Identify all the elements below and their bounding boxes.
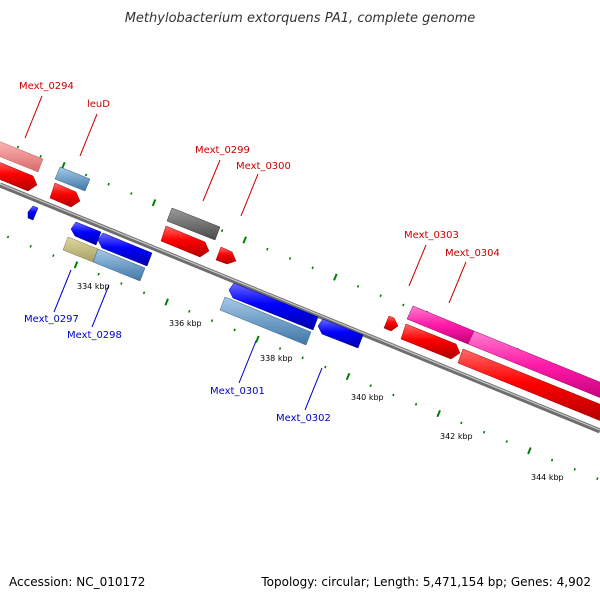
gene-leud[interactable] <box>49 182 81 208</box>
tick-top-15 <box>356 284 360 288</box>
gene-forward-red-2[interactable] <box>160 225 210 258</box>
gene-reverse-blue-2[interactable] <box>97 232 153 267</box>
label-leaders <box>24 95 467 411</box>
tick-top-10 <box>242 236 247 244</box>
tick-top-0 <box>16 145 20 149</box>
tick-top-14 <box>333 273 338 281</box>
gene-mext-0302[interactable] <box>317 318 364 349</box>
tick-bottom-15 <box>345 372 351 381</box>
label-mext-0304[interactable]: Mext_0304 <box>445 248 500 259</box>
tick-top-5 <box>130 192 133 195</box>
tick-label-334: 334 kbp <box>77 282 110 291</box>
genome-track: Mext_0294 leuD Mext_0299 Mext_0300 Mext_… <box>0 81 600 482</box>
tick-bottom-9 <box>210 319 214 323</box>
gene-mext-0299[interactable] <box>166 207 221 241</box>
tick-bottom-7 <box>164 298 169 306</box>
leader-mext-0303 <box>408 244 427 287</box>
tick-top-1 <box>39 154 42 158</box>
label-mext-0298[interactable]: Mext_0298 <box>67 330 122 341</box>
tick-label-336: 336 kbp <box>169 319 202 328</box>
tick-bottom-22 <box>505 440 508 443</box>
tick-label-342: 342 kbp <box>440 432 473 441</box>
tick-bottom-19 <box>436 410 441 418</box>
leader-leud <box>79 113 98 157</box>
label-mext-0302[interactable]: Mext_0302 <box>276 413 331 424</box>
tick-bottom-12 <box>278 347 282 350</box>
tick-bottom-25 <box>573 467 576 471</box>
tick-bottom-21 <box>482 430 486 434</box>
tick-bottom-10 <box>233 328 236 332</box>
tick-bottom-20 <box>460 421 463 425</box>
label-leud[interactable]: leuD <box>87 99 110 110</box>
leader-mext-0294 <box>24 95 43 139</box>
tick-bottom-17 <box>392 393 395 397</box>
tick-top-13 <box>311 266 314 270</box>
gene-mext-0300[interactable] <box>215 246 237 265</box>
tick-top-6 <box>151 199 157 207</box>
gene-mext-0294[interactable] <box>0 140 44 173</box>
leader-mext-0298 <box>91 284 110 328</box>
gene-mext-0304[interactable] <box>467 330 600 400</box>
tick-top-17 <box>402 303 405 307</box>
gene-mext-0298[interactable] <box>92 248 146 282</box>
genome-backbone <box>0 182 600 434</box>
accession-text: Accession: NC_010172 <box>9 575 145 589</box>
label-mext-0301[interactable]: Mext_0301 <box>210 386 265 397</box>
tick-bottom-8 <box>188 309 191 313</box>
tick-top-12 <box>288 257 292 260</box>
map-title: Methylobacterium extorquens PA1, complet… <box>125 11 476 26</box>
gene-small-red[interactable] <box>383 315 399 332</box>
tick-bottom-6 <box>142 291 146 295</box>
leader-mext-0301 <box>238 340 257 384</box>
tick-label-338: 338 kbp <box>260 354 293 363</box>
gene-reverse-blue-3[interactable] <box>228 282 319 331</box>
tick-bottom-26 <box>596 477 599 481</box>
leader-mext-0299 <box>202 159 221 202</box>
gene-forward-red-4[interactable] <box>457 348 600 423</box>
tick-bottom-14 <box>324 365 327 369</box>
tick-bottom-2 <box>52 254 55 258</box>
gene-labels: Mext_0294 leuD Mext_0299 Mext_0300 Mext_… <box>19 81 500 424</box>
tick-row-bottom <box>6 235 599 481</box>
tick-bottom-16 <box>369 384 372 388</box>
leader-mext-0304 <box>448 261 467 304</box>
label-mext-0297[interactable]: Mext_0297 <box>24 314 79 325</box>
label-mext-0299[interactable]: Mext_0299 <box>195 145 250 156</box>
tick-bottom-4 <box>97 272 100 276</box>
label-mext-0300[interactable]: Mext_0300 <box>236 161 291 172</box>
gene-forward-red-3[interactable] <box>400 323 461 360</box>
tick-top-3 <box>84 173 88 177</box>
leader-mext-0300 <box>240 173 259 217</box>
tick-bottom-23 <box>527 447 532 455</box>
gene-steel-1[interactable] <box>54 166 91 192</box>
tick-bottom-13 <box>301 356 304 360</box>
tick-label-340: 340 kbp <box>351 393 384 402</box>
axis-tick-labels: 334 kbp 336 kbp 338 kbp 340 kbp 342 kbp … <box>77 282 564 482</box>
tick-top-4 <box>107 182 110 186</box>
gene-reverse-blue-1[interactable] <box>70 221 102 246</box>
gene-forward-red-1[interactable] <box>0 160 38 192</box>
genome-summary-text: Topology: circular; Length: 5,471,154 bp… <box>260 575 591 589</box>
label-mext-0303[interactable]: Mext_0303 <box>404 230 459 241</box>
tick-bottom-3 <box>73 261 79 269</box>
gene-mext-0301[interactable] <box>219 296 312 346</box>
tick-top-9 <box>220 229 224 233</box>
leader-mext-0297 <box>53 269 72 313</box>
tick-bottom-0 <box>6 235 10 239</box>
gene-reverse-small[interactable] <box>27 205 39 221</box>
leader-mext-0302 <box>304 367 323 411</box>
tick-bottom-1 <box>29 244 32 248</box>
tick-bottom-5 <box>120 282 123 285</box>
tick-label-344: 344 kbp <box>531 473 564 482</box>
genome-backbone-highlight <box>0 183 600 431</box>
tick-bottom-24 <box>550 458 554 462</box>
tick-top-16 <box>379 294 382 298</box>
tick-top-11 <box>266 247 269 251</box>
tick-bottom-18 <box>414 402 418 406</box>
label-mext-0294[interactable]: Mext_0294 <box>19 81 74 92</box>
tick-bottom-11 <box>255 335 260 343</box>
